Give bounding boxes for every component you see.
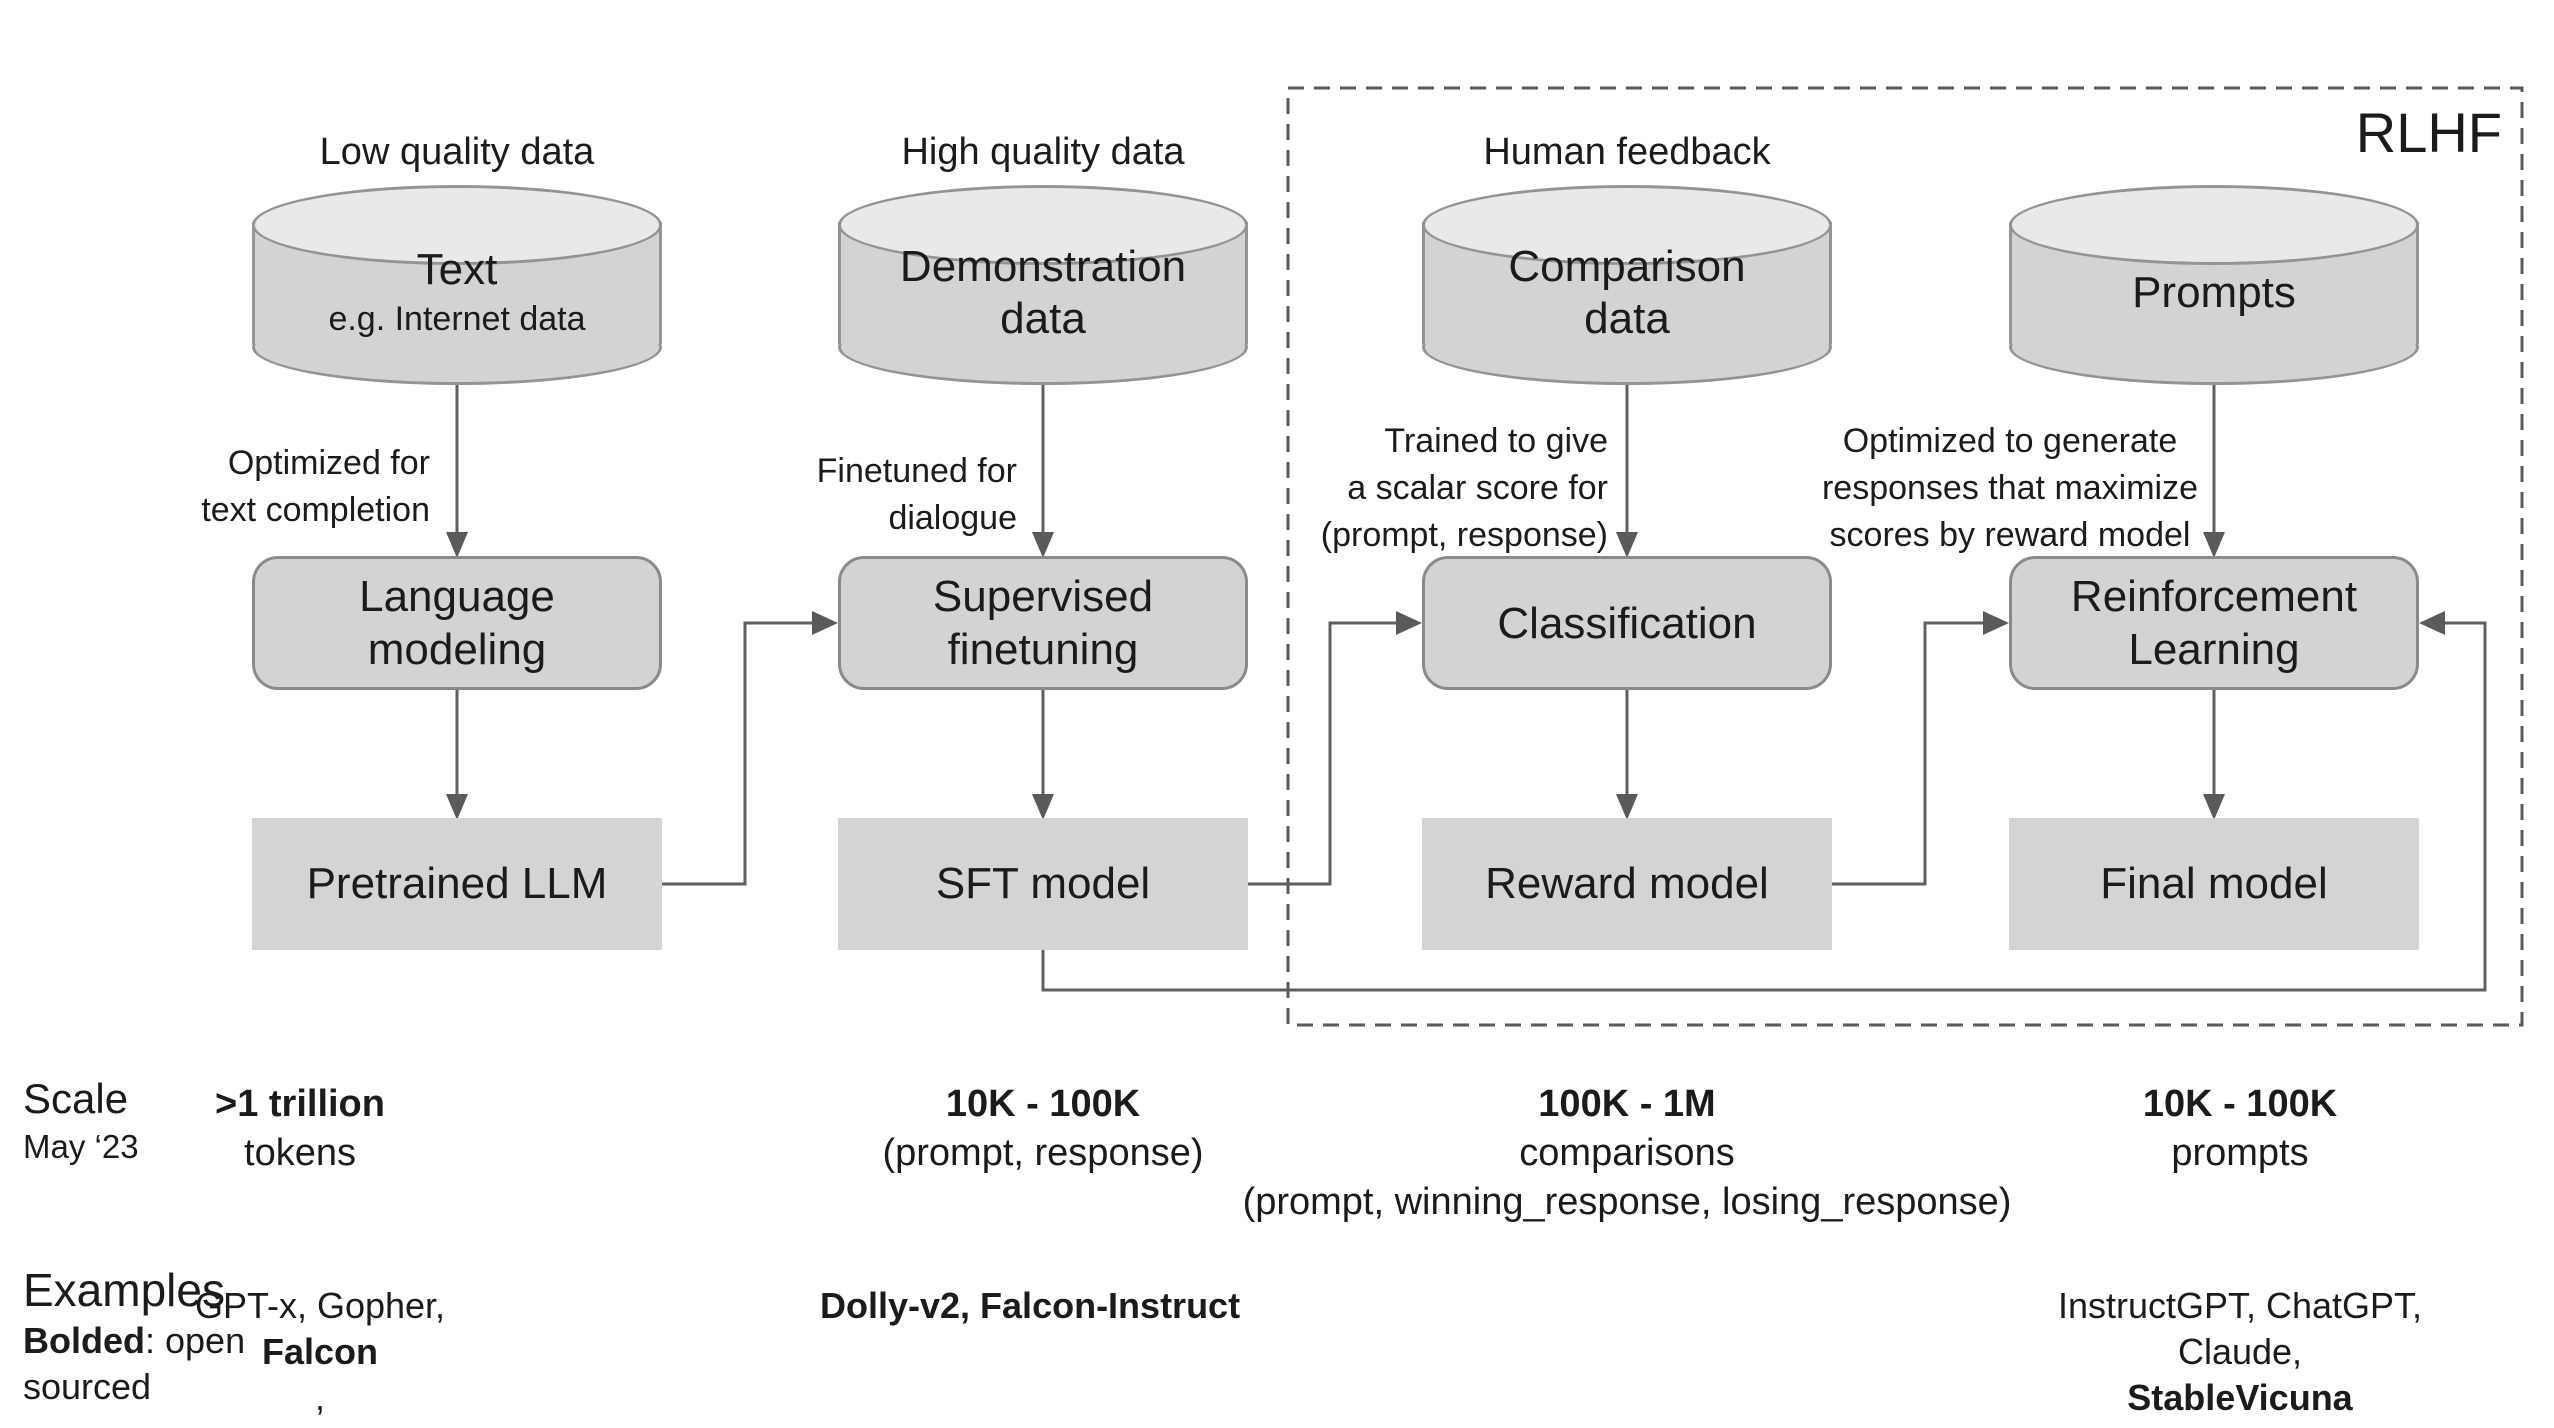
cylinder-title: data <box>1584 294 1670 343</box>
rlhf-region-label: RLHF <box>2355 101 2502 164</box>
rl-arrow-note: Optimized to generate responses that max… <box>1810 418 2210 559</box>
reward-arrow-note: Trained to give a scalar score for (prom… <box>1321 418 1608 559</box>
examples-pretraining: GPT-x, Gopher, Falcon, LLaMa, Pythia, Bl… <box>70 1283 570 1428</box>
example-line: InstructGPT, ChatGPT, <box>2057 1285 2423 1326</box>
cylinder-top <box>252 185 662 265</box>
demonstration-data-cylinder: Demonstration data <box>838 185 1248 385</box>
scale-unit: (prompt, winning_response, losing_respon… <box>1242 1181 2012 1223</box>
process-line: modeling <box>367 625 547 674</box>
human-feedback-label: Human feedback <box>1483 131 1771 173</box>
process-line: Reinforcement <box>2070 572 2358 621</box>
note-line: responses that maximize <box>1821 469 2199 507</box>
scale-unit: tokens <box>244 1132 356 1174</box>
example-line: Dolly-v2, Falcon-Instruct <box>820 1285 1241 1326</box>
language-modeling-box: Language modeling <box>252 556 662 690</box>
cylinder-title: data <box>1000 294 1086 343</box>
sft-model-box: SFT model <box>838 818 1248 950</box>
reinforcement-learning-box: Reinforcement Learning <box>2009 556 2419 690</box>
note-line: scores by reward model <box>1829 516 2191 554</box>
examples-sft: Dolly-v2, Falcon-Instruct <box>820 1283 1240 1329</box>
reward-model-box: Reward model <box>1422 818 1832 950</box>
supervised-finetuning-box: Supervised finetuning <box>838 556 1248 690</box>
cylinder-top <box>2009 185 2419 265</box>
cylinder-title: Prompts <box>2132 268 2296 317</box>
low-quality-data-label: Low quality data <box>319 131 595 173</box>
scale-reward: 100K - 1M comparisons (prompt, winning_r… <box>1227 1080 2027 1227</box>
rlhf-boundary-box <box>1286 86 2524 1027</box>
note-line: a scalar score for <box>1347 469 1608 507</box>
cylinder-top <box>838 185 1248 265</box>
examples-title: Examples <box>23 1264 225 1316</box>
process-line: Supervised <box>932 572 1154 621</box>
cylinder-title: Text <box>416 245 498 294</box>
scale-amount: >1 trillion <box>215 1083 385 1125</box>
note-line: (prompt, response) <box>1320 516 1608 554</box>
prompts-cylinder: Prompts <box>2009 185 2419 385</box>
examples-row-header: Examples Bolded: open sourced <box>23 1262 245 1410</box>
scale-sft: 10K - 100K (prompt, response) <box>793 1080 1293 1178</box>
process-line: Language <box>359 572 555 621</box>
example-line: LLaMa, Pythia, Bloom, <box>70 1421 570 1428</box>
scale-row-header: Scale May ‘23 <box>23 1074 139 1170</box>
pretrained-llm-box: Pretrained LLM <box>252 818 662 950</box>
note-line: Optimized for <box>227 444 430 482</box>
examples-rlhf: InstructGPT, ChatGPT, Claude, StableVicu… <box>1965 1283 2515 1421</box>
scale-title: Scale <box>23 1075 129 1122</box>
cylinder-title: Demonstration <box>899 242 1187 291</box>
cylinder-top <box>1422 185 1832 265</box>
process-line: Classification <box>1497 598 1757 648</box>
scale-amount: 10K - 100K <box>945 1083 1141 1125</box>
final-model-box: Final model <box>2009 818 2419 950</box>
comparison-data-cylinder: Comparison data <box>1422 185 1832 385</box>
sft-arrow-note: Finetuned for dialogue <box>817 448 1017 542</box>
text-data-cylinder: Text e.g. Internet data <box>252 185 662 385</box>
note-line: Finetuned for <box>816 452 1017 490</box>
scale-unit: prompts <box>2171 1132 2309 1174</box>
pretraining-arrow-note: Optimized for text completion <box>201 440 430 534</box>
process-line: Learning <box>2128 625 2300 674</box>
note-line: Optimized to generate <box>1842 422 2178 460</box>
note-line: Trained to give <box>1384 422 1608 460</box>
scale-date: May ‘23 <box>23 1128 139 1165</box>
scale-amount: 10K - 100K <box>2142 1083 2338 1125</box>
high-quality-data-label: High quality data <box>901 131 1185 173</box>
cylinder-title: Comparison <box>1508 242 1746 291</box>
scale-amount: 100K - 1M comparisons <box>1519 1083 1735 1174</box>
cylinder-subtitle: e.g. Internet data <box>328 300 586 338</box>
process-line: finetuning <box>947 625 1139 674</box>
note-line: text completion <box>201 491 430 529</box>
scale-pretraining: >1 trillion tokens <box>50 1080 550 1178</box>
examples-note-line: Bolded: open <box>23 1320 246 1361</box>
scale-unit: (prompt, response) <box>882 1132 1204 1174</box>
examples-note-line: sourced <box>23 1366 152 1407</box>
scale-rl: 10K - 100K prompts <box>1990 1080 2490 1178</box>
note-line: dialogue <box>888 499 1017 537</box>
example-line: Claude, StableVicuna <box>2127 1331 2353 1418</box>
classification-box: Classification <box>1422 556 1832 690</box>
example-line: GPT-x, Gopher, Falcon, <box>194 1285 446 1418</box>
